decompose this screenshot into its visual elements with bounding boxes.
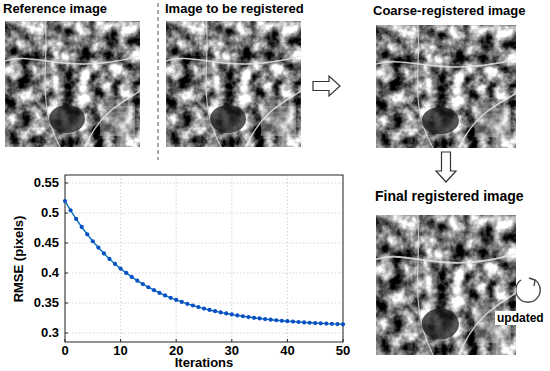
update-loop-head — [529, 278, 535, 286]
image-panel: Reference image — [5, 21, 140, 147]
satellite-image — [166, 21, 301, 147]
divider-line — [158, 3, 159, 160]
update-loop — [516, 280, 540, 302]
axis-title: RMSE (pixels) — [12, 215, 26, 302]
satellite-image — [5, 21, 140, 147]
tick-label: 0.35 — [34, 296, 59, 310]
image-panel: Coarse-registered image — [376, 25, 516, 148]
flow-arrow — [436, 152, 456, 182]
tick-label: 10 — [113, 344, 127, 358]
annotation: updated — [495, 311, 546, 325]
rmse-curve — [63, 199, 345, 327]
satellite-image — [376, 25, 516, 148]
image-panel: Final registered image — [376, 215, 516, 355]
tick-label: 0.5 — [41, 206, 59, 220]
satellite-image — [376, 215, 516, 355]
tick-label: 50 — [336, 344, 350, 358]
tick-label: 40 — [280, 344, 294, 358]
chart-grid — [65, 175, 343, 342]
image-heading: Coarse-registered image — [373, 3, 525, 19]
tick-label: 0.55 — [34, 176, 59, 190]
image-heading: Reference image — [3, 1, 107, 17]
tick-label: 0.3 — [41, 326, 59, 340]
tick-label: 0 — [61, 344, 68, 358]
tick-label: 0.4 — [41, 266, 59, 280]
image-panel: Image to be registered — [166, 21, 301, 147]
chart-ticks — [65, 183, 343, 342]
axis-title: Iterations — [175, 356, 234, 370]
chart-frame — [65, 175, 343, 342]
flow-arrow — [313, 76, 340, 96]
image-heading: Final registered image — [375, 188, 524, 204]
tick-label: 0.45 — [34, 236, 59, 250]
image-heading: Image to be registered — [165, 1, 304, 17]
